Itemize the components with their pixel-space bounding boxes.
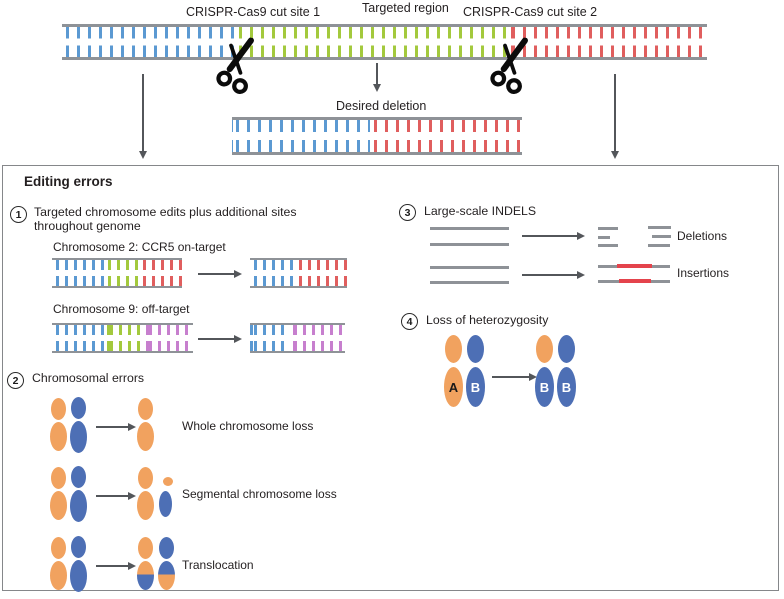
chromosome-allele-a: A <box>444 335 463 407</box>
down-arrow-left <box>142 74 144 151</box>
chromosome-fragment-orange <box>163 477 173 486</box>
chromosome-blue <box>70 536 87 592</box>
insertion-strand <box>598 279 670 283</box>
chromosome-blue-orange-translocated <box>158 537 175 590</box>
whole-chromosome-loss-label: Whole chromosome loss <box>182 419 314 433</box>
chromosome-orange-intact <box>137 467 154 520</box>
deletion-fragment <box>652 235 671 238</box>
chromosome-9-label: Chromosome 9: off-target <box>53 302 190 316</box>
dna-segment-purple <box>145 325 193 351</box>
dna-segment-blue <box>62 27 235 57</box>
chromosome-blue <box>70 397 87 453</box>
insertions-label: Insertions <box>677 266 730 280</box>
dna-ladder-desired-deletion <box>232 117 522 155</box>
section-1-number: 1 <box>10 206 27 223</box>
deletions-label: Deletions <box>677 229 728 243</box>
deletion-fragment <box>648 226 671 229</box>
editing-errors-box <box>2 165 779 591</box>
editing-errors-title: Editing errors <box>24 174 113 189</box>
insertion-strand <box>598 264 670 268</box>
arrow-translocation <box>96 565 128 567</box>
dna-segment-red <box>369 120 522 152</box>
dna-segment-red <box>294 260 347 286</box>
section-4-heading: Loss of heterozygosity <box>426 313 549 327</box>
arrow-whole-loss <box>96 426 128 428</box>
dna-segment-blue <box>250 260 295 286</box>
arrow-loss-of-heterozygosity <box>492 376 529 378</box>
dna-segment-green-targeted <box>234 27 508 57</box>
dna-segment-purple <box>289 325 345 351</box>
dna-segment-green <box>105 325 146 351</box>
chromosome-allele-b: B <box>557 335 576 407</box>
section-1-heading-line2: throughout genome <box>34 219 141 233</box>
down-arrow-center <box>376 63 378 84</box>
dna-ladder-full <box>62 24 707 60</box>
chromosome-2-result-ladder <box>250 258 347 288</box>
chromosome-orange <box>50 398 67 451</box>
inserted-sequence <box>619 279 651 283</box>
arrow-chromosome-2-result <box>198 273 234 275</box>
allele-b-label: B <box>539 379 550 395</box>
desired-deletion-label: Desired deletion <box>336 99 427 113</box>
deletion-fragment <box>598 236 610 239</box>
chromosome-2-label: Chromosome 2: CCR5 on-target <box>53 240 226 254</box>
chromosome-orange <box>50 537 67 590</box>
dna-segment-blue <box>52 325 106 351</box>
chromosome-9-ladder <box>52 323 193 353</box>
deletion-fragment <box>598 244 618 247</box>
translocation-label: Translocation <box>182 558 254 572</box>
down-arrow-right <box>614 74 616 151</box>
dna-strand-line <box>430 227 509 230</box>
dna-segment-blue <box>232 120 370 152</box>
chromosome-blue <box>70 466 87 522</box>
chromosome-blue-truncated <box>159 491 172 517</box>
chromosome-converted-to-b: B <box>535 335 554 407</box>
dna-segment-green <box>104 260 140 286</box>
chromosome-allele-b: B <box>466 335 485 407</box>
dna-strand-line <box>430 266 509 269</box>
cut-site-1-label: CRISPR-Cas9 cut site 1 <box>186 5 321 19</box>
dna-strand-line <box>430 281 509 284</box>
section-2-number: 2 <box>7 372 24 389</box>
chromosome-2-ladder <box>52 258 182 288</box>
arrow-chromosome-9-result <box>198 338 234 340</box>
dna-segment-blue <box>52 260 104 286</box>
dna-segment-blue <box>250 325 290 351</box>
chromosome-9-result-ladder <box>250 323 345 353</box>
allele-a-label: A <box>448 379 459 395</box>
dna-segment-red <box>507 27 707 57</box>
section-1-heading-line1: Targeted chromosome edits plus additiona… <box>34 205 297 219</box>
section-2-heading: Chromosomal errors <box>32 371 145 385</box>
arrow-segmental-loss <box>96 495 128 497</box>
scissors-icon <box>216 37 254 94</box>
scissors-icon <box>490 37 528 94</box>
chromosome-orange <box>50 467 67 520</box>
dna-strand-line <box>430 243 509 246</box>
section-3-number: 3 <box>399 204 416 221</box>
segmental-chromosome-loss-label: Segmental chromosome loss <box>182 487 337 501</box>
deletion-fragment <box>648 244 670 247</box>
allele-b-label: B <box>561 379 572 395</box>
inserted-sequence <box>617 264 652 268</box>
targeted-region-label: Targeted region <box>362 1 449 15</box>
chromosome-orange-blue-translocated <box>137 537 154 590</box>
chromosome-orange-remaining <box>137 398 154 451</box>
section-4-number: 4 <box>401 313 418 330</box>
dna-segment-red <box>139 260 182 286</box>
arrow-deletions <box>522 235 577 237</box>
arrow-insertions <box>522 274 577 276</box>
cut-site-2-label: CRISPR-Cas9 cut site 2 <box>463 5 598 19</box>
deletion-fragment <box>598 227 618 230</box>
allele-b-label: B <box>470 379 481 395</box>
section-3-heading: Large-scale INDELS <box>424 204 537 218</box>
